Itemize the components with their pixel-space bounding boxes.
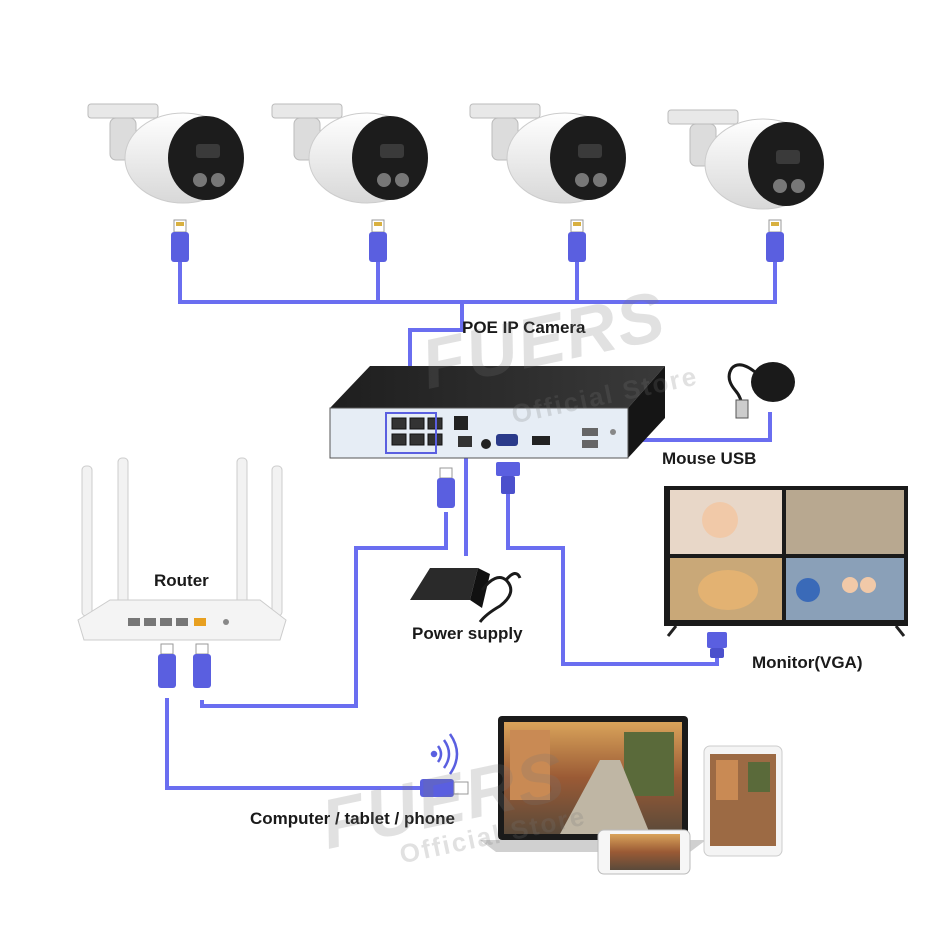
camera-4 <box>667 109 824 210</box>
devices-group <box>480 716 783 875</box>
router-to-nvr-cable <box>200 512 448 708</box>
poe-camera-label: POE IP Camera <box>462 318 586 337</box>
power-supply-label: Power supply <box>412 624 523 643</box>
nvr-lan-connector <box>437 467 455 508</box>
mouse-usb-label: Mouse USB <box>662 449 757 468</box>
camera-3 <box>469 103 626 204</box>
camera-1 <box>87 103 244 204</box>
nvr-recorder <box>329 366 665 459</box>
monitor-vga-connector <box>707 632 727 658</box>
mouse-cable <box>600 412 772 442</box>
camera-bus-cable <box>178 262 777 372</box>
router-to-devices-cable <box>165 698 420 790</box>
monitor-display <box>664 486 908 637</box>
devices-connector <box>420 779 469 797</box>
nvr-vga-connector <box>496 462 520 494</box>
monitor-label: Monitor(VGA) <box>752 653 863 672</box>
cam3-connector <box>568 219 586 262</box>
router-connector-2 <box>193 643 211 688</box>
power-adapter <box>410 568 522 623</box>
devices-label: Computer / tablet / phone <box>250 809 455 828</box>
cam4-connector <box>766 219 784 262</box>
camera-2 <box>271 103 428 204</box>
vga-cable <box>506 488 719 666</box>
router-device <box>77 457 287 641</box>
cam1-connector <box>171 219 189 262</box>
cam2-connector <box>369 219 387 262</box>
router-connector-1 <box>158 643 176 688</box>
router-label: Router <box>154 571 209 590</box>
usb-mouse <box>727 362 795 419</box>
wifi-icon <box>430 733 459 775</box>
